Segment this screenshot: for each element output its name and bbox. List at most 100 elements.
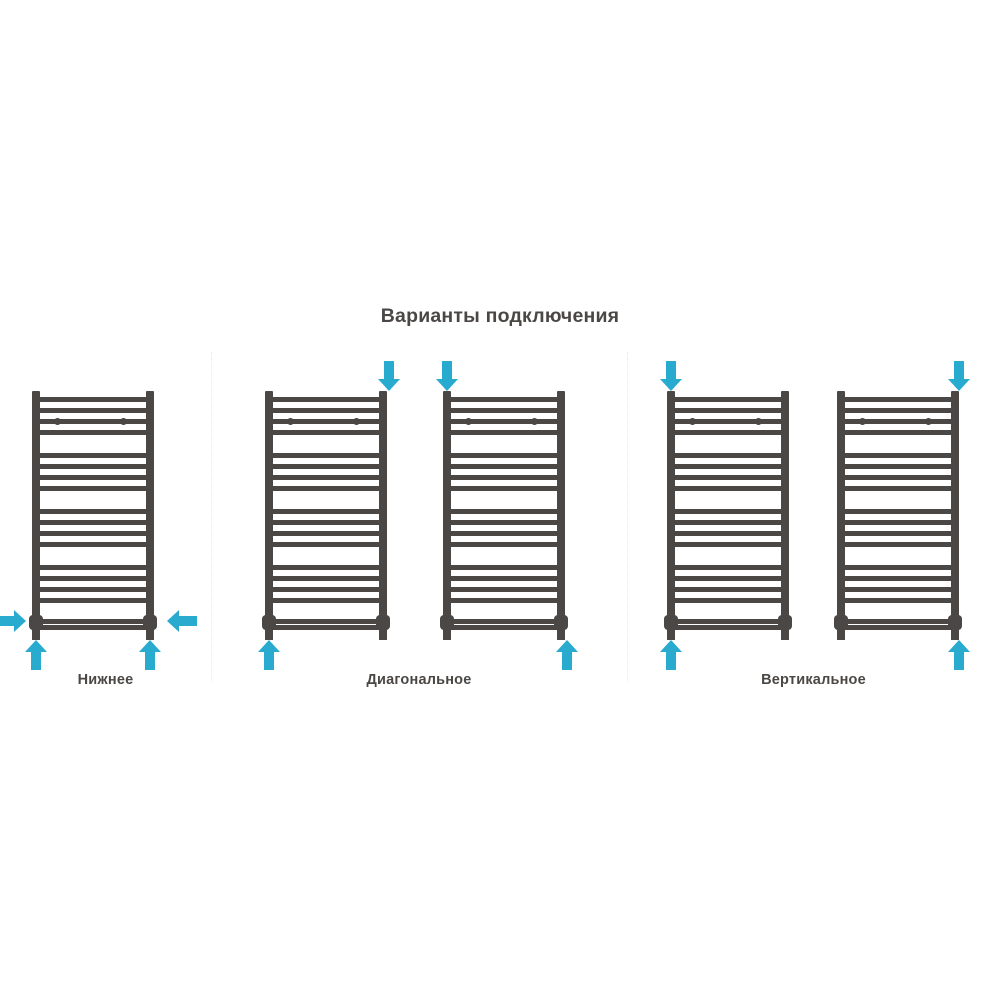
radiator-vertical-1: [659, 391, 797, 640]
radiator-rung: [266, 419, 386, 424]
radiator-connector-right: [554, 615, 568, 630]
arrow-diagonal-unit2-bottom-right-up: [556, 640, 578, 670]
radiator-rung: [838, 598, 958, 603]
radiator-rung: [444, 509, 564, 514]
radiator-rung: [668, 598, 788, 603]
radiator-rung: [33, 486, 153, 491]
radiator-rung: [33, 531, 153, 536]
radiator-rung: [266, 531, 386, 536]
radiator-rung: [668, 430, 788, 435]
radiator-mount-dot: [925, 418, 932, 425]
radiator-rung: [33, 576, 153, 581]
radiator-rung: [444, 619, 564, 624]
radiator-rung: [668, 475, 788, 480]
arrow-vertical-unit1-top-left-down: [660, 361, 682, 391]
radiator-rung: [668, 453, 788, 458]
radiator-rung: [668, 576, 788, 581]
arrow-diagonal-unit1-top-right-down: [378, 361, 400, 391]
radiator-foot-right: [557, 628, 565, 640]
radiator-rung: [444, 419, 564, 424]
radiator-rung: [444, 475, 564, 480]
radiator-rung: [838, 419, 958, 424]
radiator-rung: [33, 464, 153, 469]
radiator-mount-dot: [287, 418, 294, 425]
arrow-bottom-left-up: [25, 640, 47, 670]
radiator-rung: [33, 587, 153, 592]
radiator-connector-left: [664, 615, 678, 630]
radiator-rung: [668, 587, 788, 592]
connection-group-diagonal: Диагональное: [211, 355, 627, 700]
radiator-rung: [33, 453, 153, 458]
radiator-rung: [838, 397, 958, 402]
radiator-rung: [33, 625, 153, 630]
radiator-connector-right: [778, 615, 792, 630]
radiator-rung: [266, 625, 386, 630]
section-divider-2: [627, 352, 629, 682]
radiator-rung: [668, 565, 788, 570]
radiator-rung: [668, 464, 788, 469]
radiator-rung: [33, 598, 153, 603]
radiator-rung: [444, 531, 564, 536]
radiator-bottom-1: [24, 391, 162, 640]
radiator-rung: [33, 565, 153, 570]
radiator-connector-left: [834, 615, 848, 630]
radiator-rung: [838, 565, 958, 570]
radiator-foot-left: [837, 628, 845, 640]
connection-group-bottom: Нижнее: [0, 355, 211, 700]
radiator-rung: [444, 576, 564, 581]
radiator-mount-dot: [353, 418, 360, 425]
radiator-connector-right: [143, 615, 157, 630]
radiator-rung: [266, 542, 386, 547]
arrow-bottom-right-up: [139, 640, 161, 670]
radiator-vertical-2: [829, 391, 967, 640]
group-label-diagonal: Диагональное: [366, 672, 472, 688]
radiator-mount-dot: [54, 418, 61, 425]
section-divider-1: [211, 352, 213, 682]
radiator-mount-dot: [120, 418, 127, 425]
radiator-rung: [266, 430, 386, 435]
radiator-rung: [444, 625, 564, 630]
radiator-rung: [838, 587, 958, 592]
radiator-rung: [444, 598, 564, 603]
radiator-rung: [838, 531, 958, 536]
radiator-rung: [33, 408, 153, 413]
radiator-rung: [266, 587, 386, 592]
radiator-rung: [266, 486, 386, 491]
radiator-rung: [444, 397, 564, 402]
radiator-rung: [838, 486, 958, 491]
radiator-rung: [838, 509, 958, 514]
radiator-rung: [266, 598, 386, 603]
page-title: Варианты подключения: [380, 305, 620, 327]
arrow-diagonal-unit2-top-left-down: [436, 361, 458, 391]
radiator-connector-right: [376, 615, 390, 630]
radiator-foot-right: [781, 628, 789, 640]
radiator-rung: [444, 565, 564, 570]
radiator-rung: [444, 408, 564, 413]
radiator-rung: [444, 453, 564, 458]
radiator-foot-right: [379, 628, 387, 640]
radiator-rung: [444, 587, 564, 592]
radiator-rung: [838, 408, 958, 413]
radiator-rung: [668, 408, 788, 413]
radiator-rung: [33, 430, 153, 435]
radiator-rung: [838, 475, 958, 480]
radiator-rung: [266, 509, 386, 514]
radiator-rung: [838, 542, 958, 547]
arrow-vertical-unit2-top-right-down: [948, 361, 970, 391]
radiator-rung: [444, 464, 564, 469]
radiator-rung: [33, 509, 153, 514]
radiator-rung: [668, 419, 788, 424]
radiator-rung: [668, 542, 788, 547]
radiator-rung: [33, 619, 153, 624]
radiator-rung: [838, 430, 958, 435]
radiator-foot-right: [146, 628, 154, 640]
radiator-foot-left: [667, 628, 675, 640]
radiator-mount-dot: [689, 418, 696, 425]
radiator-mount-dot: [465, 418, 472, 425]
radiator-rung: [838, 464, 958, 469]
radiator-rung: [33, 419, 153, 424]
radiator-rung: [266, 464, 386, 469]
radiator-rung: [266, 619, 386, 624]
radiator-rung: [33, 397, 153, 402]
